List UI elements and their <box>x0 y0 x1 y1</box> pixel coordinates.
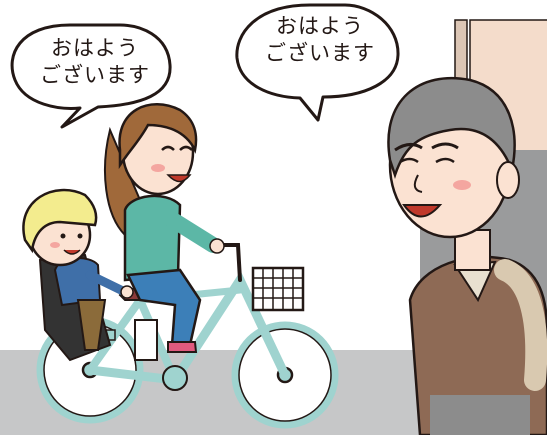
child-character <box>22 188 134 362</box>
right-bubble-line-2: ございます <box>265 41 375 65</box>
left-bubble-text: おはよう ございます <box>30 35 160 89</box>
left-speech-bubble <box>10 23 172 129</box>
right-bubble-text: おはよう ございます <box>250 13 390 67</box>
old-man-character <box>387 76 547 435</box>
bicycle <box>36 243 339 429</box>
right-speech-bubble <box>235 3 400 122</box>
left-bubble-line-2: ございます <box>40 63 150 87</box>
mother-character <box>104 103 225 353</box>
right-bubble-line-1: おはよう <box>276 14 364 38</box>
left-bubble-line-1: おはよう <box>51 36 139 60</box>
